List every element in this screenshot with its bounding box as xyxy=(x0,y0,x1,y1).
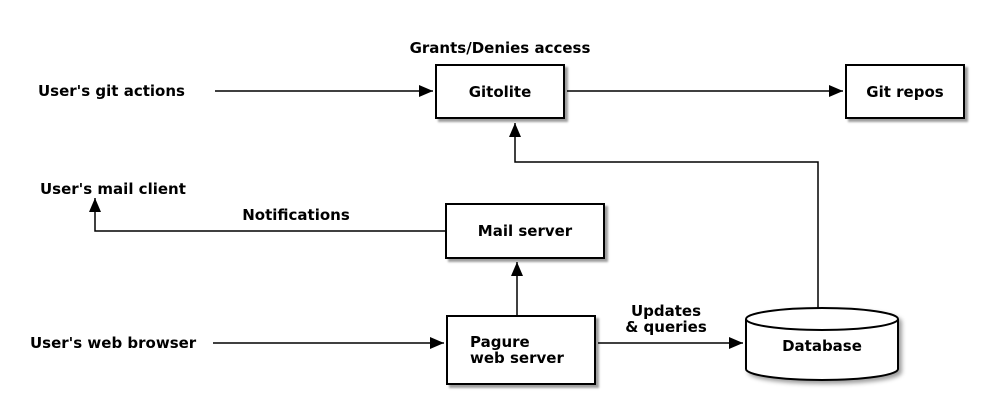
label-updates-line2: & queries xyxy=(625,318,707,336)
label-notifications: Notifications xyxy=(242,206,350,224)
node-git-repos: Git repos xyxy=(845,64,965,119)
node-gitolite: Gitolite xyxy=(435,64,565,119)
node-git-repos-label: Git repos xyxy=(866,82,944,101)
node-pagure-web-server: Pagure web server xyxy=(446,315,596,385)
node-pagure-label-line2: web server xyxy=(470,349,564,367)
node-database-cylinder xyxy=(745,307,899,381)
label-users-git-actions: User's git actions xyxy=(38,82,185,100)
node-database-label: Database xyxy=(782,337,862,355)
node-mail-server-label: Mail server xyxy=(477,222,573,240)
label-updates-line1: Updates xyxy=(630,302,702,320)
label-users-web-browser: User's web browser xyxy=(30,334,197,352)
node-gitolite-label: Gitolite xyxy=(468,82,532,101)
label-updates-queries: Updates & queries xyxy=(625,303,707,335)
label-users-mail-client: User's mail client xyxy=(40,180,186,198)
label-grants-denies-access: Grants/Denies access xyxy=(409,39,591,57)
node-pagure-label-line1: Pagure xyxy=(470,333,530,351)
node-mail-server: Mail server xyxy=(445,203,605,259)
